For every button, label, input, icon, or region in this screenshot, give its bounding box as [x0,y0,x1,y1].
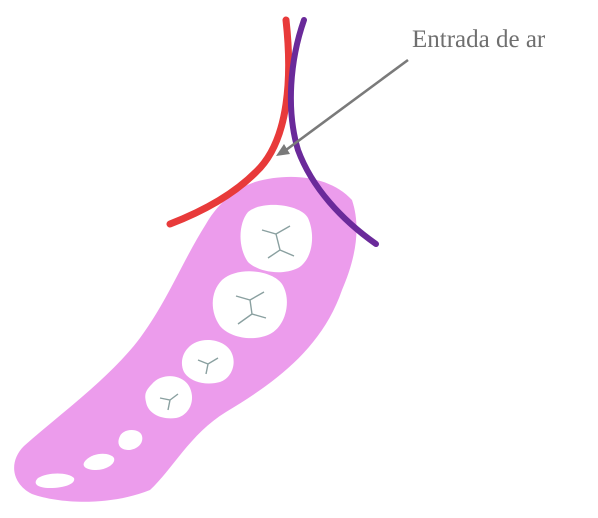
air-inlet-label: Entrada de ar [412,26,545,54]
tooth-icon [241,205,313,272]
tooth-icon [213,271,287,338]
arrow-icon [276,60,408,156]
tooth-icon [182,340,234,384]
